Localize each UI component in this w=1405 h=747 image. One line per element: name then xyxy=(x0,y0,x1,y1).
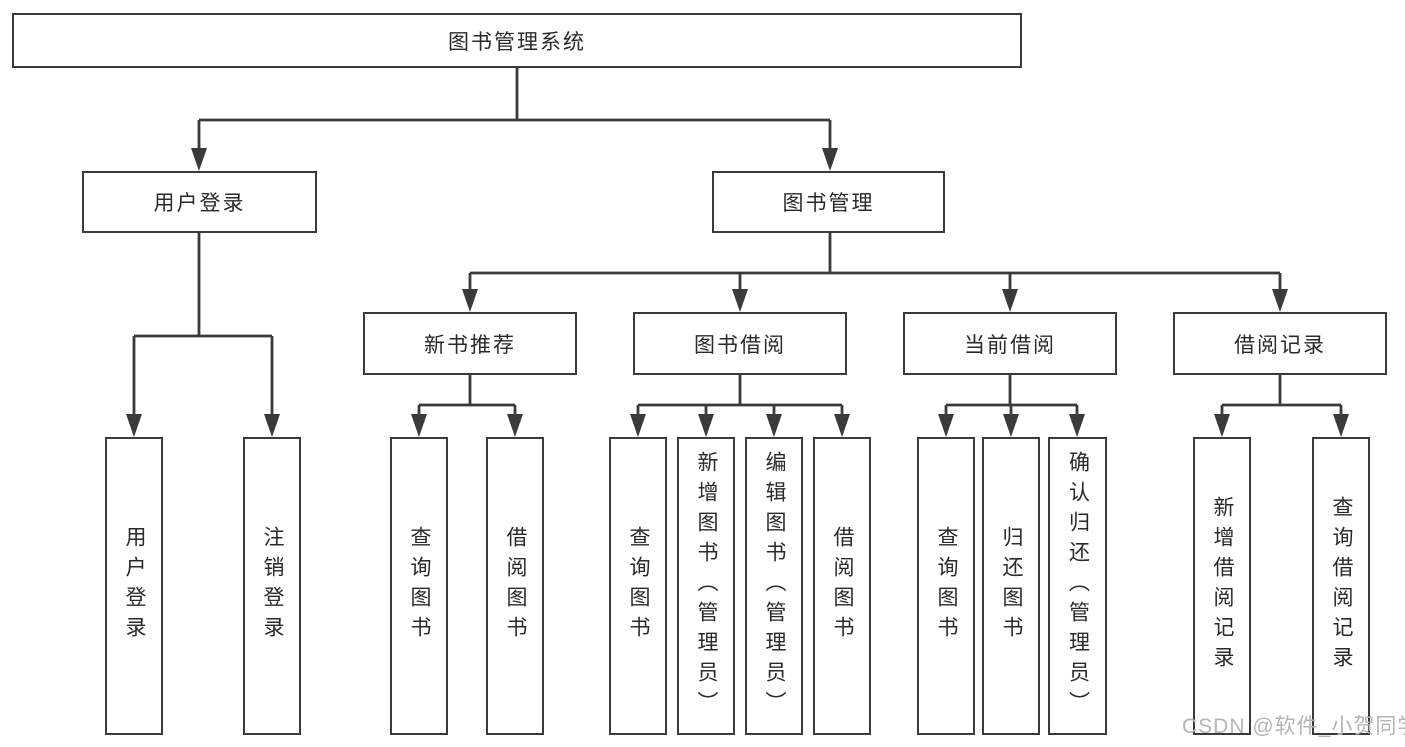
leaf-confirm-return-admin-label: 确认归还（管理员） xyxy=(1066,451,1090,721)
leaf-edit-books-admin: 编辑图书（管理员） xyxy=(745,437,803,735)
leaf-logout-label: 注销登录 xyxy=(261,526,284,646)
leaf-confirm-return-admin: 确认归还（管理员） xyxy=(1048,437,1107,735)
node-user-login: 用户登录 xyxy=(82,171,317,233)
leaf-return-books-label: 归还图书 xyxy=(1000,526,1023,646)
arrowhead-icon xyxy=(1333,414,1349,437)
arrowhead-icon xyxy=(766,414,782,437)
arrowhead-icon xyxy=(1214,414,1230,437)
node-borrow-records: 借阅记录 xyxy=(1173,312,1387,375)
arrowhead-icon xyxy=(1003,414,1019,437)
leaf-borrow-books-2-label: 借阅图书 xyxy=(831,526,854,646)
leaf-query-books-1: 查询图书 xyxy=(390,437,448,735)
connector-newbooks-to-leaves xyxy=(417,375,517,416)
csdn-watermark: CSDN @软件_小贺同学 xyxy=(1182,715,1405,738)
arrowhead-icon xyxy=(732,289,748,312)
leaf-logout: 注销登录 xyxy=(243,437,301,735)
leaf-add-borrow-record: 新增借阅记录 xyxy=(1193,437,1251,735)
node-book-management: 图书管理 xyxy=(712,171,945,233)
arrowhead-icon xyxy=(264,414,280,437)
leaf-borrow-books-2: 借阅图书 xyxy=(813,437,871,735)
leaf-borrow-books-1: 借阅图书 xyxy=(486,437,544,735)
node-current-borrow: 当前借阅 xyxy=(903,312,1117,375)
leaf-query-books-2-label: 查询图书 xyxy=(627,526,650,646)
arrowhead-icon xyxy=(411,414,427,437)
node-borrow-records-label: 借阅记录 xyxy=(1234,333,1326,357)
arrowhead-icon xyxy=(822,148,838,171)
arrowhead-icon xyxy=(462,289,478,312)
arrowhead-icon xyxy=(191,148,207,171)
connector-bookmgmt-to-level3 xyxy=(468,233,1282,290)
connector-userlogin-to-leaves xyxy=(132,233,274,417)
arrowhead-icon xyxy=(834,414,850,437)
node-root-label: 图书管理系统 xyxy=(448,30,586,54)
connector-root-to-level2 xyxy=(197,68,832,150)
node-current-borrow-label: 当前借阅 xyxy=(964,333,1056,357)
arrowhead-icon xyxy=(630,414,646,437)
node-book-borrow: 图书借阅 xyxy=(633,312,847,375)
leaf-add-books-admin: 新增图书（管理员） xyxy=(677,437,735,735)
arrowhead-icon xyxy=(1272,289,1288,312)
node-book-borrow-label: 图书借阅 xyxy=(694,333,786,357)
connector-borrow-to-leaves xyxy=(636,375,844,416)
leaf-query-books-3: 查询图书 xyxy=(917,437,975,735)
arrowhead-icon xyxy=(1002,289,1018,312)
leaf-query-books-3-label: 查询图书 xyxy=(935,526,958,646)
leaf-edit-books-admin-label: 编辑图书（管理员） xyxy=(763,451,786,721)
connector-records-to-leaves xyxy=(1220,375,1343,416)
leaf-query-borrow-record-label: 查询借阅记录 xyxy=(1330,496,1353,676)
arrowhead-icon xyxy=(698,414,714,437)
node-new-book-recommend-label: 新书推荐 xyxy=(424,333,516,357)
leaf-add-borrow-record-label: 新增借阅记录 xyxy=(1211,496,1234,676)
leaf-query-books-1-label: 查询图书 xyxy=(408,526,431,646)
arrowhead-icon xyxy=(126,414,142,437)
leaf-return-books: 归还图书 xyxy=(982,437,1040,735)
leaf-add-books-admin-label: 新增图书（管理员） xyxy=(695,451,718,721)
arrowhead-icon xyxy=(507,414,523,437)
leaf-user-login-label: 用户登录 xyxy=(123,526,146,646)
leaf-query-borrow-record: 查询借阅记录 xyxy=(1312,437,1370,735)
leaf-user-login: 用户登录 xyxy=(105,437,163,735)
node-user-login-label: 用户登录 xyxy=(153,192,246,215)
leaf-query-books-2: 查询图书 xyxy=(609,437,667,735)
node-book-management-label: 图书管理 xyxy=(782,192,875,215)
arrowhead-icon xyxy=(938,414,954,437)
node-root: 图书管理系统 xyxy=(12,13,1022,68)
arrowhead-icon xyxy=(1069,414,1085,437)
node-new-book-recommend: 新书推荐 xyxy=(363,312,577,375)
connector-current-to-leaves xyxy=(944,375,1079,416)
leaf-borrow-books-1-label: 借阅图书 xyxy=(504,526,527,646)
